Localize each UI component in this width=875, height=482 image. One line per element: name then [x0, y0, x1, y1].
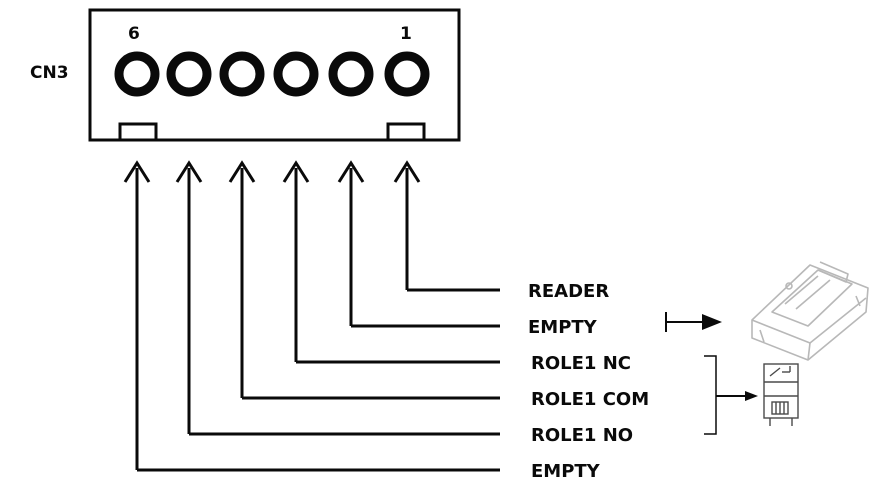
pin-number-first: 6: [128, 24, 140, 44]
connector-pin: [273, 51, 319, 97]
wire-line: [228, 160, 500, 400]
wire-label: EMPTY: [528, 317, 598, 338]
card-reader-icon: [751, 261, 869, 361]
wire-label: EMPTY: [531, 461, 601, 482]
connector-pin: [166, 51, 212, 97]
connector-latch-right: [386, 122, 426, 142]
wire-label: ROLE1 NC: [531, 353, 631, 374]
connector-pin: [114, 51, 160, 97]
wire-label: ROLE1 NO: [531, 425, 633, 446]
pin-number-last: 1: [400, 24, 412, 44]
wire-group: READER EMPTY ROLE1 NC ROLE1 COM ROLE1 NO EMPT…: [123, 160, 649, 482]
wire-line: [175, 160, 500, 436]
reader-arrow-head: [702, 314, 722, 330]
wire-label: ROLE1 COM: [531, 389, 649, 410]
connector-cn3: 6 1: [88, 8, 461, 142]
connector-pin: [219, 51, 265, 97]
connector-pin: [384, 51, 430, 97]
wire-line: [282, 160, 500, 364]
wire-line: [337, 160, 500, 328]
connector-label: CN3: [30, 63, 69, 83]
reader-connection: [665, 312, 722, 332]
relay-bracket: [704, 355, 717, 435]
relay-connection: [704, 355, 758, 435]
relay-arrow-head: [745, 391, 758, 401]
wire-line: [393, 160, 500, 292]
wire-label: READER: [528, 281, 609, 302]
connector-pins: [114, 51, 430, 97]
connector-latch-left: [118, 122, 158, 142]
wire-line: [123, 160, 500, 472]
connector-pin: [328, 51, 374, 97]
relay-icon: [763, 363, 799, 426]
